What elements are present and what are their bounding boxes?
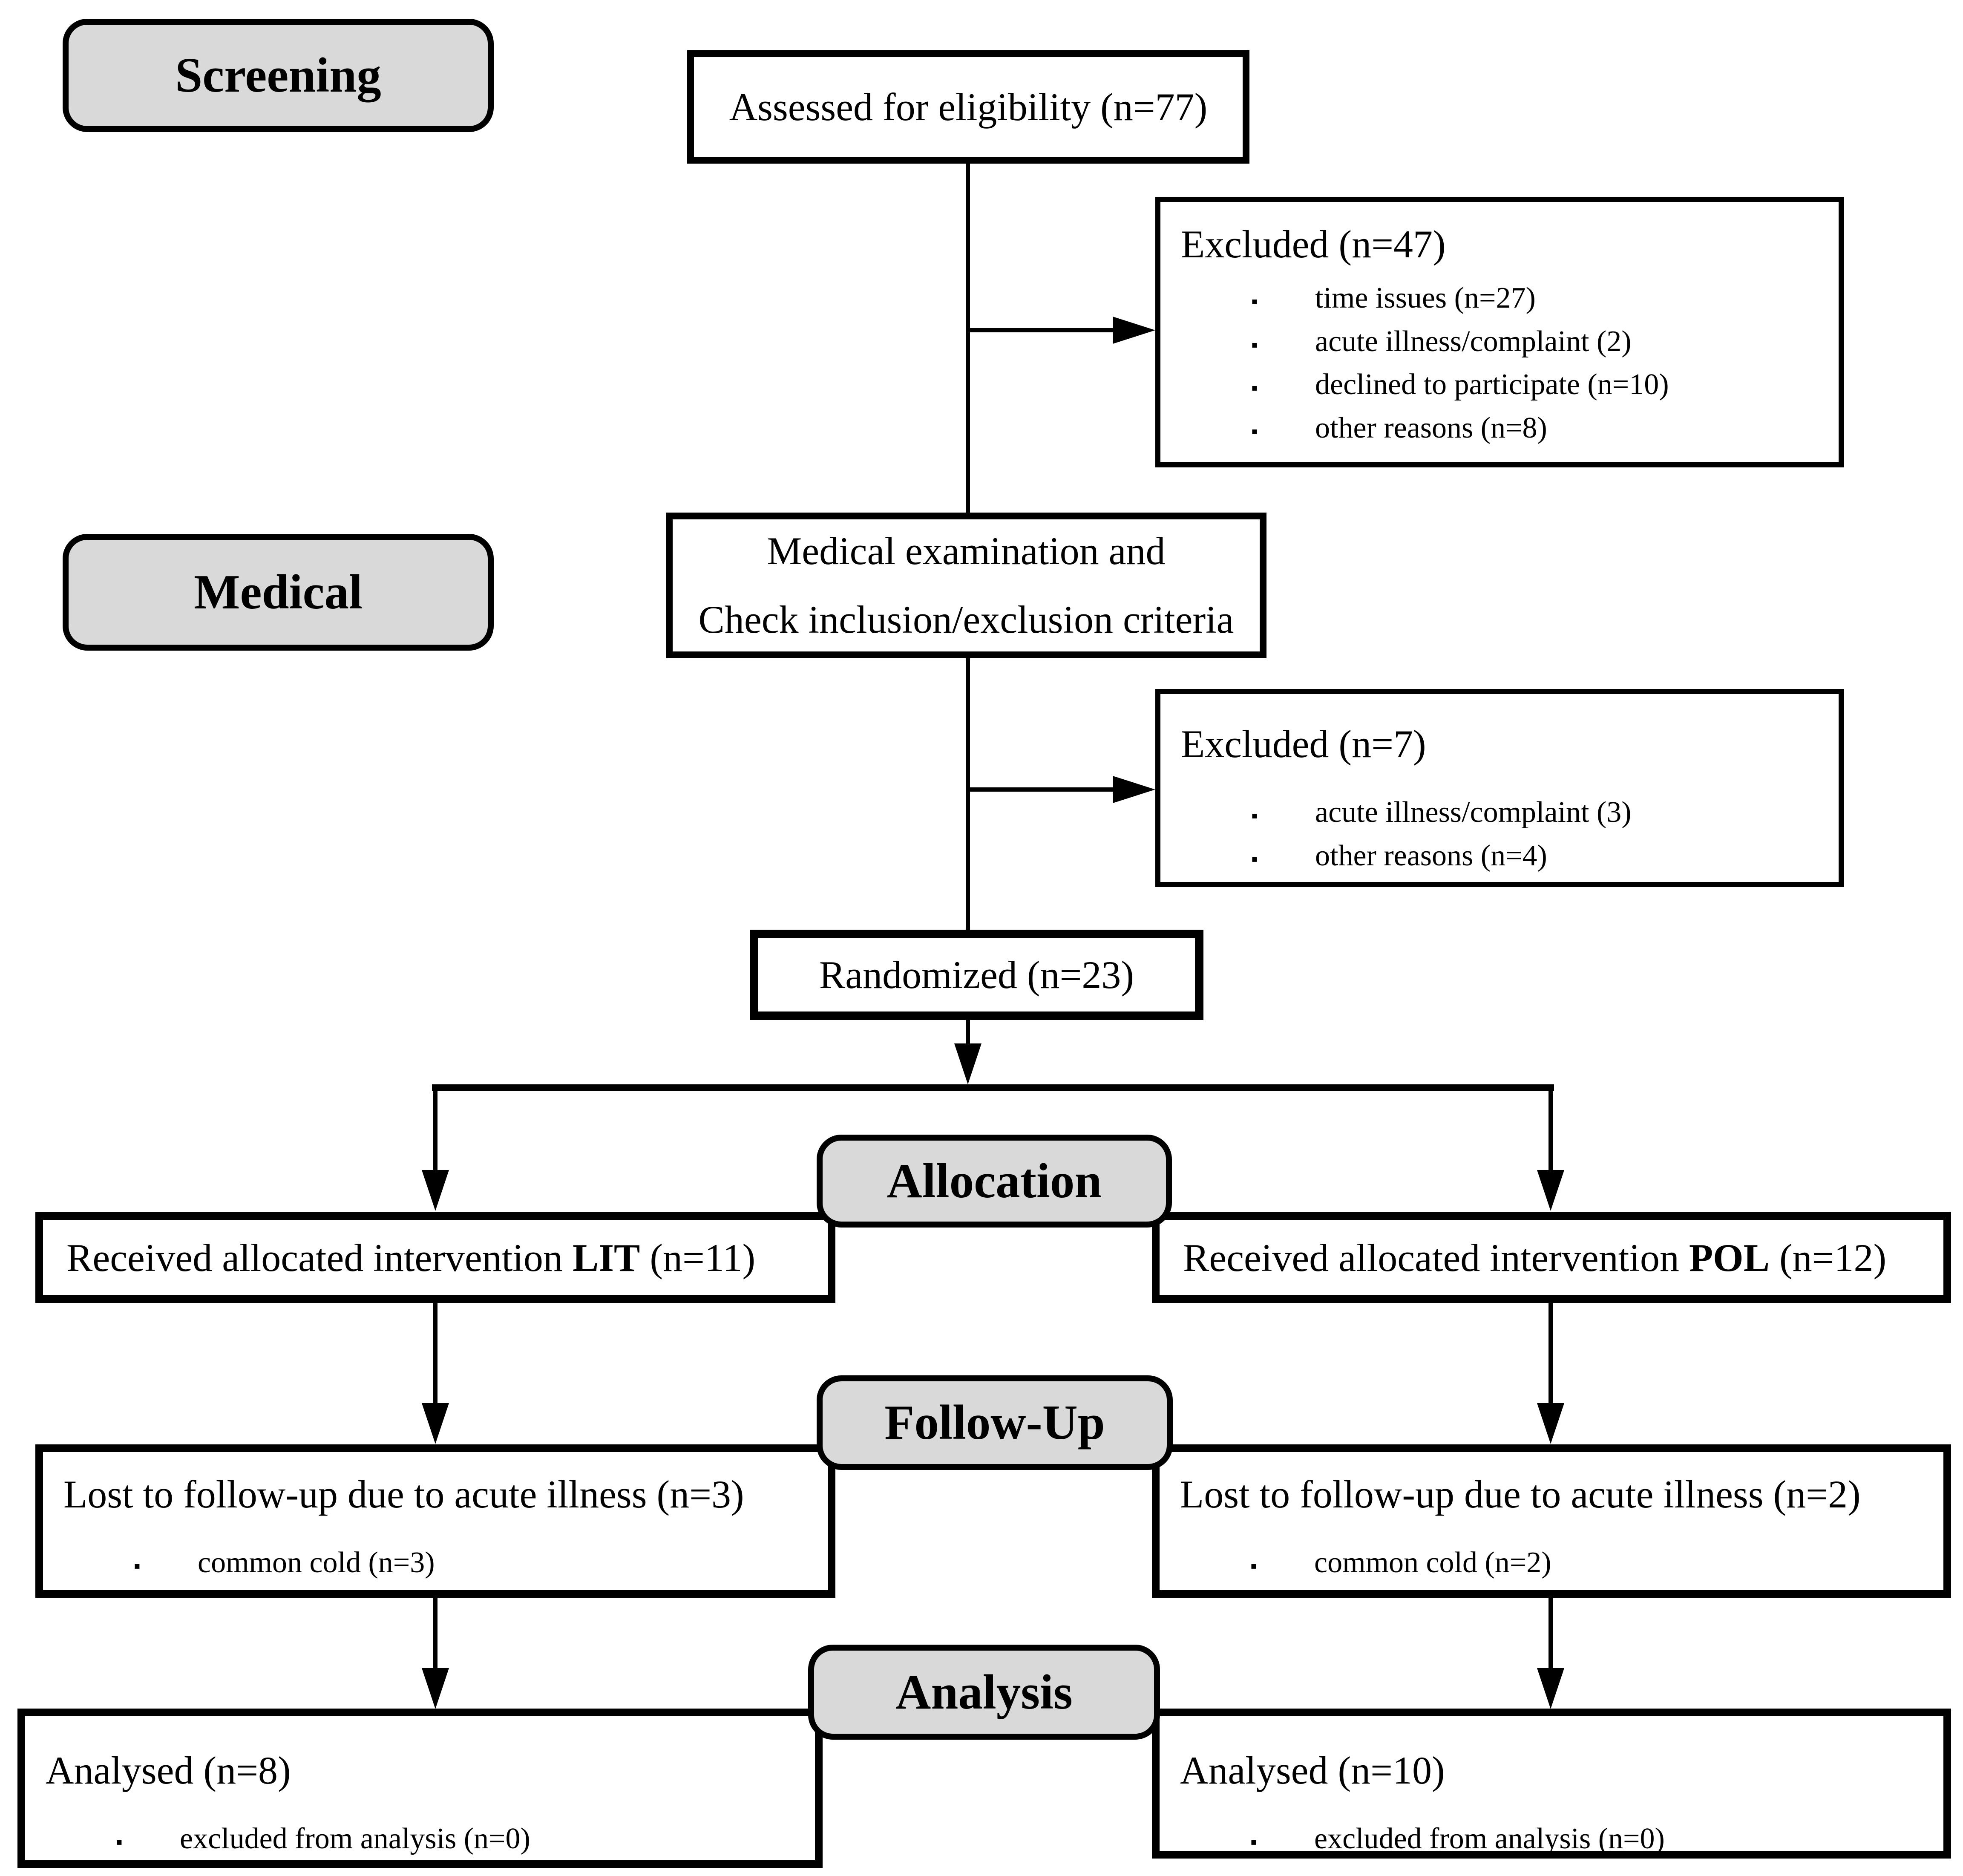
- box-followup-lit: Lost to follow-up due to acute illness (…: [35, 1444, 835, 1598]
- arrowhead-analysis-lit: [422, 1668, 449, 1709]
- intervention-pol-suffix: (n=12): [1769, 1236, 1887, 1279]
- list-item: ▪ acute illness/complaint (2): [1181, 320, 1826, 363]
- box-medical-examination: Medical examination and Check inclusion/…: [666, 513, 1266, 658]
- stage-label-medical-text: Medical: [194, 565, 363, 619]
- list-item-text: other reasons (n=4): [1315, 839, 1547, 872]
- connector-split-to-lit: [433, 1091, 438, 1170]
- connector-branch-excluded-screening: [968, 328, 1115, 332]
- arrowhead-followup-pol: [1537, 1403, 1564, 1444]
- analysis-pol-bullets: ▪ excluded from analysis (n=0): [1180, 1817, 1931, 1861]
- arrowhead-intervention-pol: [1537, 1170, 1564, 1211]
- intervention-pol-prefix: Received allocated intervention: [1183, 1236, 1689, 1279]
- stage-label-analysis-text: Analysis: [895, 1665, 1073, 1719]
- list-item-text: common cold (n=3): [198, 1546, 435, 1579]
- bullet-icon: ▪: [1250, 1556, 1257, 1576]
- arrowhead-intervention-lit: [422, 1170, 449, 1211]
- box-intervention-lit: Received allocated intervention LIT (n=1…: [35, 1212, 835, 1303]
- list-item-text: excluded from analysis (n=0): [1314, 1822, 1665, 1855]
- connector-medical-to-randomized: [966, 658, 970, 930]
- intervention-lit-suffix: (n=11): [640, 1236, 756, 1279]
- box-analysis-lit: Analysed (n=8) ▪ excluded from analysis …: [17, 1709, 823, 1868]
- arrowhead-split-junction: [954, 1043, 982, 1084]
- list-item: ▪ common cold (n=2): [1180, 1541, 1931, 1585]
- bullet-icon: ▪: [1251, 848, 1258, 870]
- box-assessed-text: Assessed for eligibility (n=77): [729, 85, 1208, 129]
- analysis-pol-title: Analysed (n=10): [1180, 1749, 1445, 1792]
- list-item: ▪ other reasons (n=8): [1181, 406, 1826, 450]
- list-item-text: other reasons (n=8): [1315, 411, 1547, 444]
- bullet-icon: ▪: [1251, 805, 1258, 826]
- stage-label-screening-text: Screening: [175, 48, 381, 102]
- stage-label-medical: Medical: [63, 534, 494, 651]
- list-item-text: common cold (n=2): [1314, 1546, 1551, 1579]
- list-item: ▪ acute illness/complaint (3): [1181, 791, 1826, 834]
- list-item: ▪ declined to participate (n=10): [1181, 363, 1826, 406]
- bullet-icon: ▪: [116, 1832, 123, 1853]
- list-item-text: declined to participate (n=10): [1315, 368, 1669, 401]
- arrowhead-excluded-screening: [1113, 317, 1155, 344]
- box-randomized-text: Randomized (n=23): [819, 953, 1134, 997]
- box-randomized: Randomized (n=23): [750, 930, 1203, 1020]
- stage-label-analysis: Analysis: [808, 1645, 1160, 1740]
- stage-label-screening: Screening: [63, 19, 494, 132]
- list-item-text: excluded from analysis (n=0): [180, 1822, 530, 1855]
- analysis-lit-title: Analysed (n=8): [46, 1749, 291, 1792]
- connector-branch-excluded-medical: [968, 787, 1115, 792]
- excluded-screening-title: Excluded (n=47): [1181, 222, 1446, 266]
- excluded-medical-title: Excluded (n=7): [1181, 722, 1426, 766]
- analysis-lit-bullets: ▪ excluded from analysis (n=0): [46, 1817, 802, 1861]
- intervention-pol-text: Received allocated intervention POL (n=1…: [1183, 1235, 1886, 1280]
- intervention-lit-prefix: Received allocated intervention: [66, 1236, 573, 1279]
- bullet-icon: ▪: [1250, 1832, 1257, 1853]
- arrowhead-followup-lit: [422, 1403, 449, 1444]
- stage-label-allocation: Allocation: [817, 1135, 1172, 1228]
- box-excluded-screening: Excluded (n=47) ▪ time issues (n=27) ▪ a…: [1155, 197, 1844, 467]
- arrowhead-excluded-medical: [1113, 776, 1155, 803]
- medical-exam-line2: Check inclusion/exclusion criteria: [698, 598, 1234, 641]
- connector-pol-to-followup: [1549, 1303, 1553, 1403]
- excluded-medical-bullets: ▪ acute illness/complaint (3) ▪ other re…: [1181, 791, 1826, 877]
- connector-randomized-to-split: [966, 1020, 970, 1043]
- bullet-icon: ▪: [1251, 334, 1258, 355]
- connector-pol-followup-to-analysis: [1549, 1598, 1553, 1668]
- box-assessed-for-eligibility: Assessed for eligibility (n=77): [687, 50, 1249, 164]
- bullet-icon: ▪: [1251, 421, 1258, 442]
- excluded-screening-bullets: ▪ time issues (n=27) ▪ acute illness/com…: [1181, 277, 1826, 450]
- box-intervention-pol: Received allocated intervention POL (n=1…: [1152, 1212, 1951, 1303]
- connector-lit-to-followup: [433, 1303, 438, 1403]
- arrowhead-analysis-pol: [1537, 1668, 1564, 1709]
- intervention-pol-group: POL: [1689, 1236, 1770, 1279]
- connector-lit-followup-to-analysis: [433, 1598, 438, 1668]
- intervention-lit-text: Received allocated intervention LIT (n=1…: [66, 1235, 755, 1280]
- list-item: ▪ excluded from analysis (n=0): [46, 1817, 802, 1861]
- stage-label-allocation-text: Allocation: [887, 1154, 1102, 1208]
- stage-label-followup: Follow-Up: [817, 1375, 1173, 1470]
- connector-assessed-to-medical: [966, 164, 970, 513]
- intervention-lit-group: LIT: [572, 1236, 640, 1279]
- followup-pol-title: Lost to follow-up due to acute illness (…: [1180, 1473, 1861, 1516]
- list-item-text: acute illness/complaint (2): [1315, 325, 1632, 358]
- box-analysis-pol: Analysed (n=10) ▪ excluded from analysis…: [1152, 1709, 1951, 1859]
- stage-label-followup-text: Follow-Up: [884, 1395, 1105, 1450]
- list-item-text: acute illness/complaint (3): [1315, 796, 1632, 829]
- medical-exam-line1: Medical examination and: [767, 529, 1166, 573]
- followup-lit-title: Lost to follow-up due to acute illness (…: [63, 1473, 744, 1516]
- box-excluded-medical: Excluded (n=7) ▪ acute illness/complaint…: [1155, 689, 1844, 887]
- list-item: ▪ other reasons (n=4): [1181, 834, 1826, 878]
- followup-pol-bullets: ▪ common cold (n=2): [1180, 1541, 1931, 1585]
- list-item: ▪ common cold (n=3): [63, 1541, 815, 1585]
- list-item-text: time issues (n=27): [1315, 282, 1536, 314]
- box-followup-pol: Lost to follow-up due to acute illness (…: [1152, 1444, 1951, 1598]
- bullet-icon: ▪: [1251, 378, 1258, 398]
- bullet-icon: ▪: [134, 1556, 141, 1576]
- connector-split-to-pol: [1549, 1091, 1553, 1170]
- connector-split-horizontal: [432, 1084, 1554, 1091]
- list-item: ▪ excluded from analysis (n=0): [1180, 1817, 1931, 1861]
- followup-lit-bullets: ▪ common cold (n=3): [63, 1541, 815, 1585]
- bullet-icon: ▪: [1251, 291, 1258, 312]
- list-item: ▪ time issues (n=27): [1181, 277, 1826, 320]
